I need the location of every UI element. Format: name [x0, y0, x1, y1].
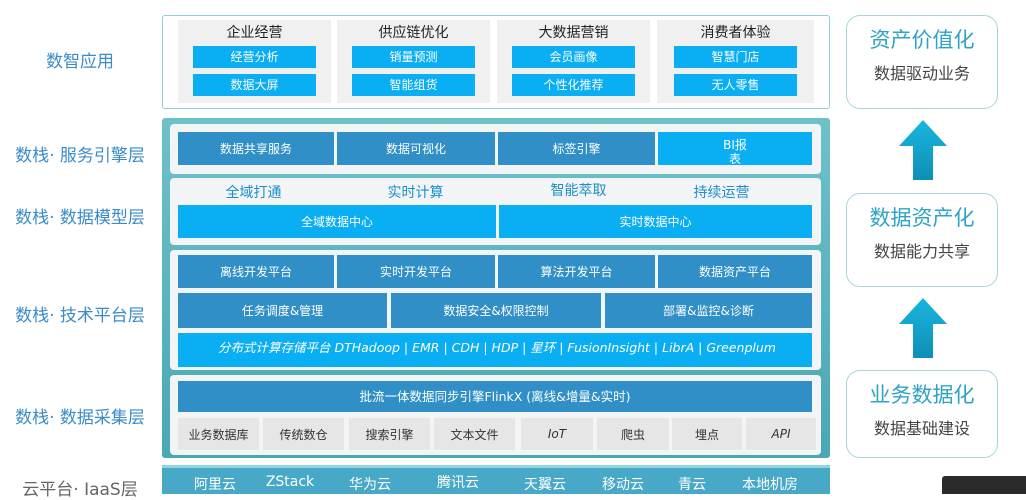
model-heading: 智能萃取 [550, 183, 607, 199]
cloud-provider-label: 天翼云 [524, 477, 566, 493]
label-cloud-layer: 云平台· IaaS层 [22, 480, 138, 500]
model-center-box: 全域数据中心 [178, 205, 496, 238]
value-card-title: 业务数据化 [869, 383, 975, 407]
tech-platform-box: 算法开发平台 [498, 255, 655, 288]
service-item-box: 数据可视化 [337, 132, 495, 165]
cloud-provider-label: 腾讯云 [437, 475, 479, 491]
app-item-box: 智慧门店 [674, 46, 797, 68]
data-source-box: IoT [521, 418, 593, 450]
label-service-layer: 数栈· 服务引擎层 [15, 146, 145, 166]
flinkx-engine-box: 批流一体数据同步引擎FlinkX (离线&增量&实时) [178, 381, 812, 412]
tech-control-box: 数据安全&权限控制 [391, 293, 601, 328]
cloud-provider-label: 移动云 [602, 477, 644, 493]
model-heading: 全域打通 [225, 185, 282, 201]
model-heading: 持续运营 [693, 185, 750, 201]
data-source-box: API [746, 418, 816, 450]
cloud-provider-label: 青云 [678, 477, 706, 493]
value-card-subtitle: 数据驱动业务 [873, 64, 970, 83]
app-item-box: 销量预测 [352, 46, 475, 68]
service-item-box: 标签引擎 [498, 132, 655, 165]
value-card-data-asset: 数据资产化 数据能力共享 [846, 193, 998, 287]
tech-platform-box: 数据资产平台 [658, 255, 812, 288]
app-item-box: 会员画像 [512, 46, 635, 68]
app-group-title: 供应链优化 [378, 25, 449, 41]
app-item-box: 经营分析 [193, 46, 316, 68]
tech-control-box: 部署&监控&诊断 [605, 293, 812, 328]
app-item-box: 无人零售 [674, 74, 797, 96]
model-heading: 实时计算 [387, 185, 444, 201]
service-item-box: BI报 表 [658, 132, 812, 165]
data-source-box: 传统数仓 [263, 418, 344, 450]
value-card-title: 资产价值化 [869, 28, 975, 52]
value-card-subtitle: 数据能力共享 [873, 242, 970, 261]
data-source-box: 文本文件 [434, 418, 515, 450]
tech-platform-box: 实时开发平台 [337, 255, 495, 288]
data-source-box: 业务数据库 [178, 418, 259, 450]
value-card-business-data: 业务数据化 数据基础建设 [846, 370, 998, 458]
label-app-layer: 数智应用 [46, 52, 114, 72]
app-item-box: 智能组货 [352, 74, 475, 96]
cloud-provider-label: ZStack [265, 474, 315, 490]
label-model-layer: 数栈· 数据模型层 [15, 208, 145, 228]
up-arrow-icon [899, 120, 947, 180]
distributed-storage-box: 分布式计算存储平台 DTHadoop | EMR | CDH | HDP | 星… [178, 333, 812, 367]
cloud-provider-label: 阿里云 [194, 477, 236, 493]
app-group-title: 企业经营 [226, 25, 283, 41]
value-card-subtitle: 数据基础建设 [873, 419, 970, 438]
app-group-title: 消费者体验 [700, 25, 771, 41]
service-item-box: 数据共享服务 [178, 132, 334, 165]
model-center-box: 实时数据中心 [499, 205, 812, 238]
app-group-title: 大数据营销 [538, 25, 609, 41]
tech-control-box: 任务调度&管理 [178, 293, 387, 328]
cloud-provider-label: 华为云 [349, 477, 391, 493]
app-item-box: 个性化推荐 [512, 74, 635, 96]
data-source-box: 埋点 [672, 418, 742, 450]
value-card-title: 数据资产化 [869, 206, 975, 230]
label-collect-layer: 数栈· 数据采集层 [15, 408, 145, 428]
tech-platform-box: 离线开发平台 [178, 255, 334, 288]
cloud-provider-label: 本地机房 [742, 477, 798, 493]
data-source-box: 爬虫 [597, 418, 669, 450]
cloud-layer-panel [162, 465, 830, 494]
corner-overlay [942, 476, 1026, 494]
app-item-box: 数据大屏 [193, 74, 316, 96]
label-tech-layer: 数栈· 技术平台层 [15, 306, 145, 326]
value-card-asset-value: 资产价值化 数据驱动业务 [846, 15, 998, 109]
data-source-box: 搜索引擎 [349, 418, 430, 450]
up-arrow-icon [899, 298, 947, 358]
